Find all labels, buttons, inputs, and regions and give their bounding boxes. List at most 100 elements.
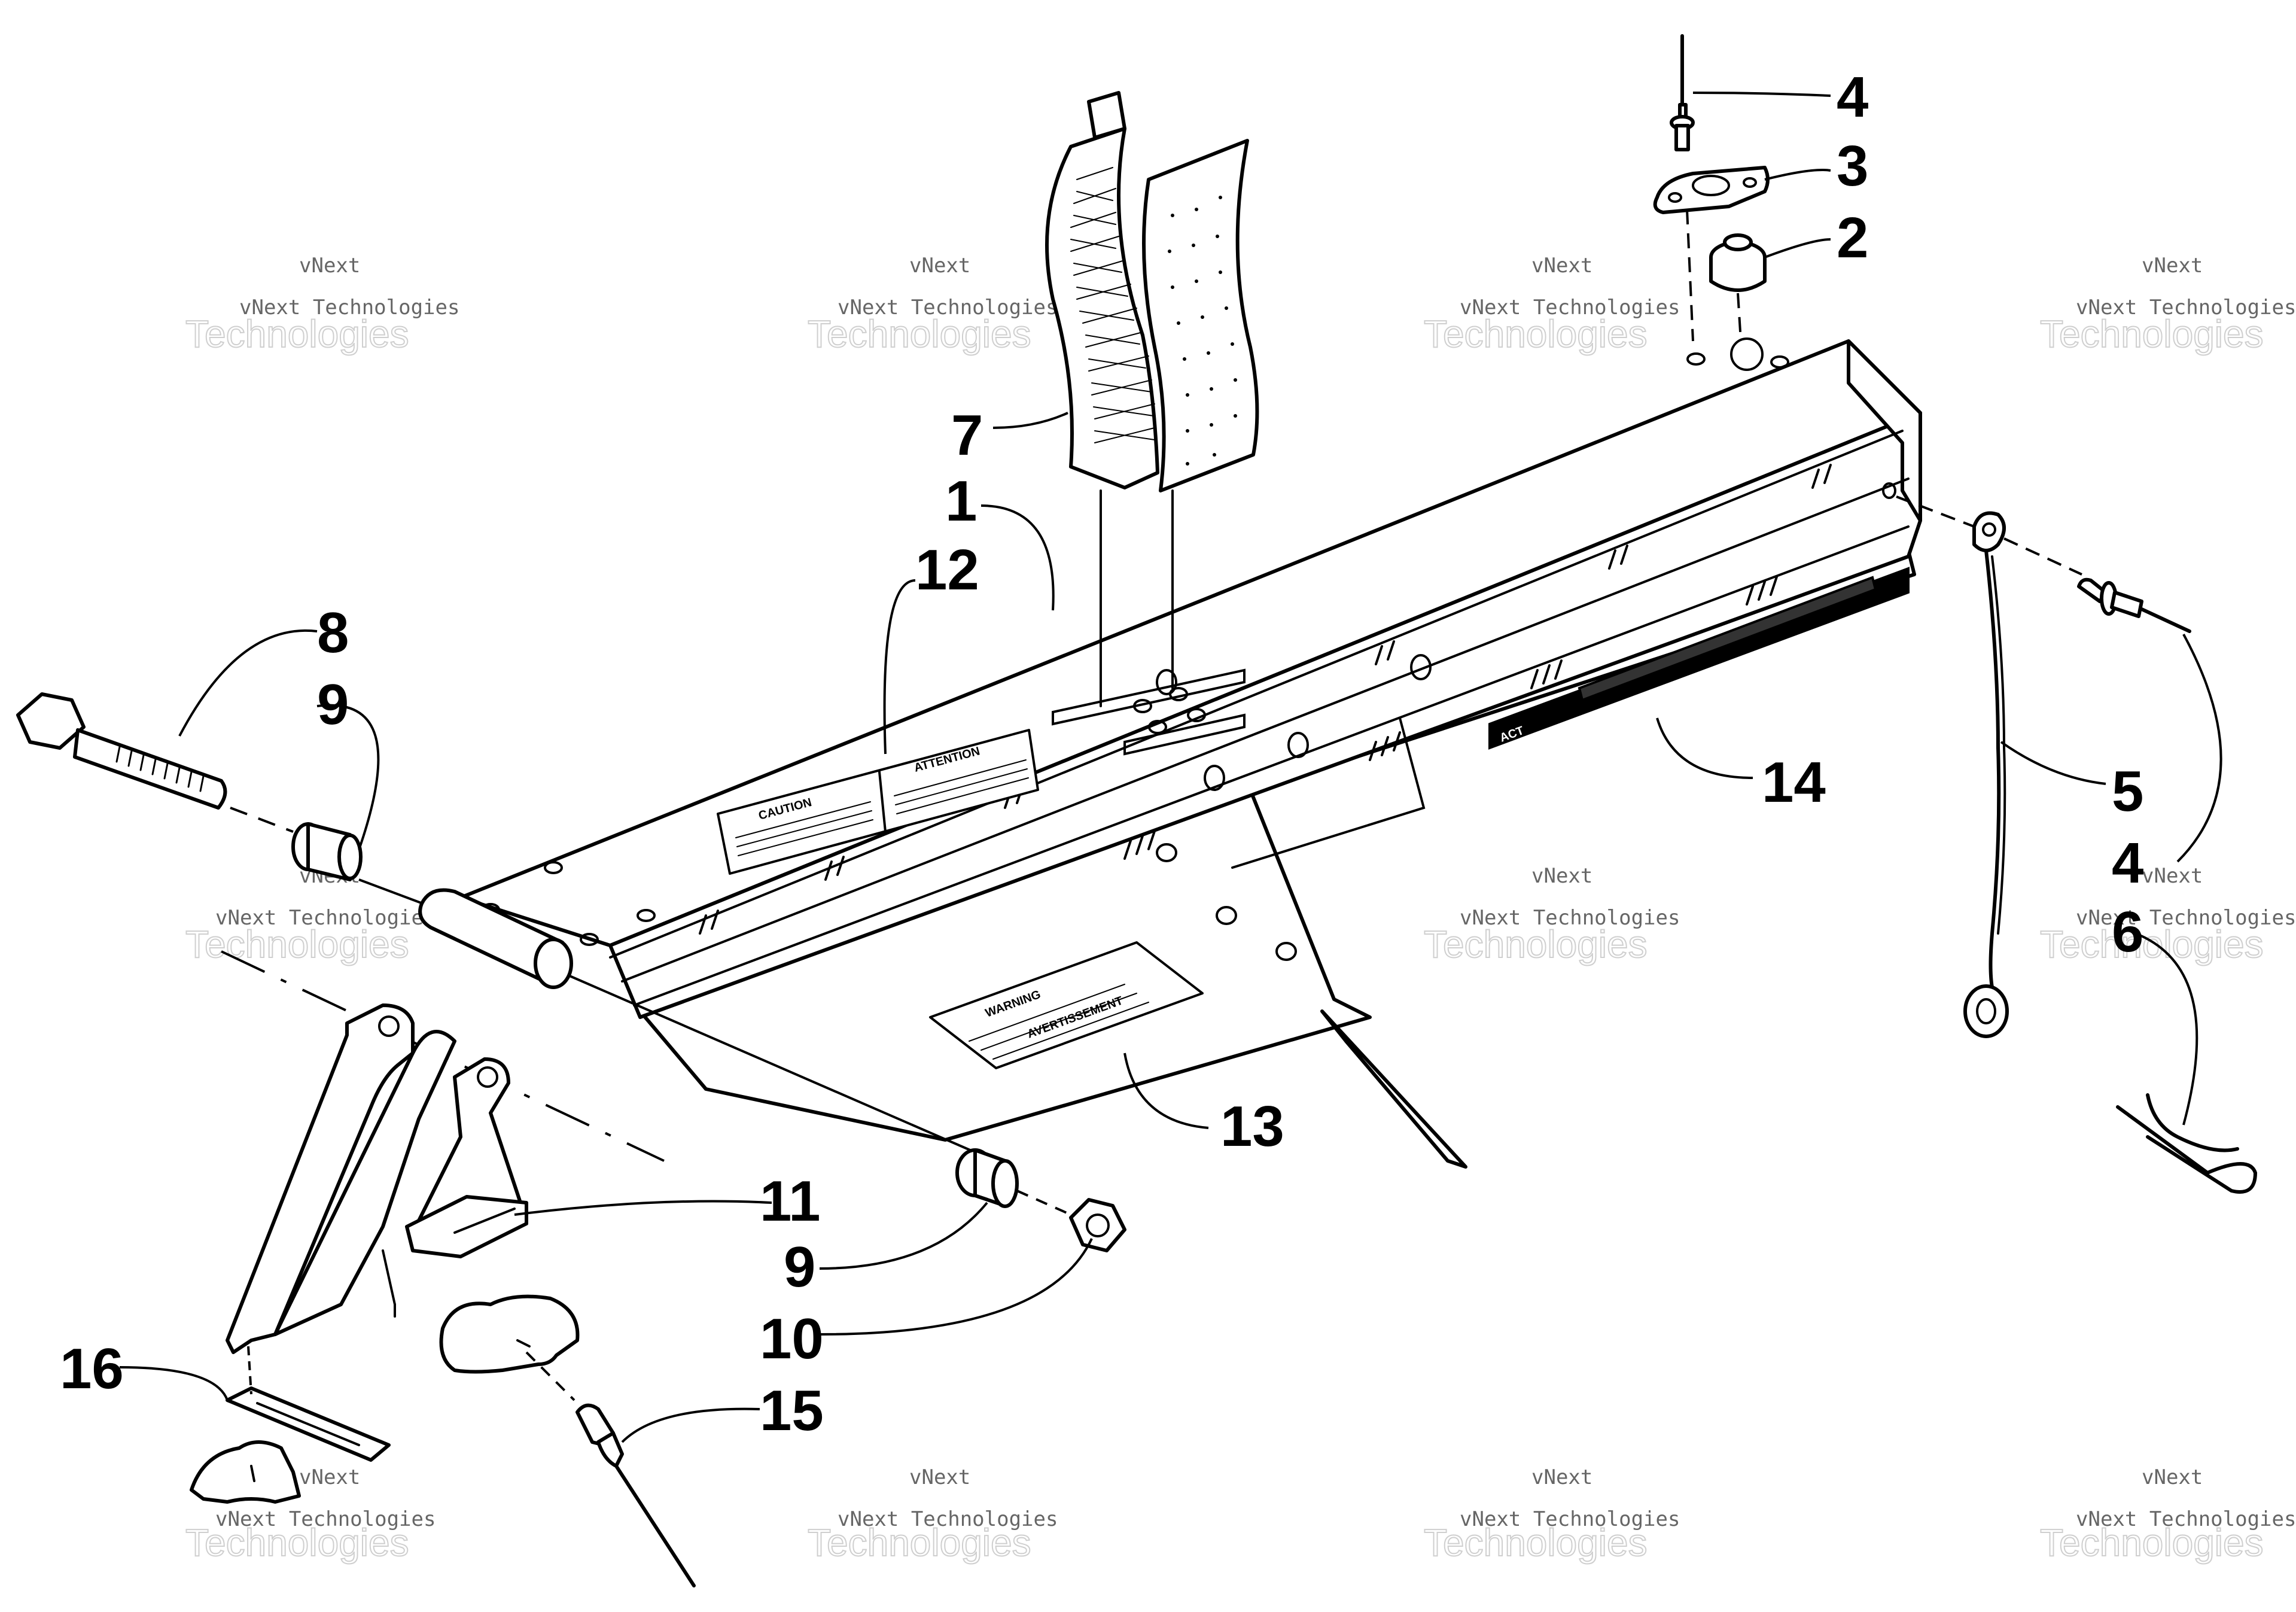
svg-text:vNext Technologies: vNext Technologies xyxy=(838,296,1058,320)
svg-text:Technologies: Technologies xyxy=(2040,923,2264,966)
svg-text:Technologies: Technologies xyxy=(185,1521,409,1564)
foot-pad xyxy=(1045,91,1259,707)
leader-16 xyxy=(119,1366,229,1401)
watermark-bottom-right: Technologies vNext vNext Technologies xyxy=(1423,1465,1680,1565)
svg-text:vNext Technologies: vNext Technologies xyxy=(1460,906,1680,930)
torn-patch-lower xyxy=(190,1440,301,1504)
bolt-icon xyxy=(16,692,294,833)
callout-4-top: 4 xyxy=(1837,65,1868,129)
board-tray-inner xyxy=(1231,717,1426,869)
board-ridge-upper xyxy=(609,430,1904,959)
svg-text:vNext Technologies: vNext Technologies xyxy=(215,906,436,930)
callout-8: 8 xyxy=(317,601,349,665)
svg-text:vNext: vNext xyxy=(2142,1465,2203,1489)
rivet-icon xyxy=(525,1351,696,1587)
svg-text:Technologies: Technologies xyxy=(2040,1521,2264,1564)
leader-13 xyxy=(1123,1053,1209,1129)
watermark-top-far-right: Technologies vNext vNext Technologies xyxy=(2039,254,2296,356)
watermark-bottom-left: Technologies vNext vNext Technologies xyxy=(185,1465,436,1565)
svg-text:Technologies: Technologies xyxy=(2040,312,2264,355)
board-end-cap xyxy=(1847,339,1922,522)
watermark-top-left: Technologies vNext vNext Technologies xyxy=(185,254,459,356)
leader-12 xyxy=(883,579,916,755)
callout-3: 3 xyxy=(1837,134,1868,198)
grommet xyxy=(1709,233,1767,292)
callout-2: 2 xyxy=(1837,206,1868,270)
callout-6: 6 xyxy=(2112,900,2143,964)
bushing-icon xyxy=(291,822,431,908)
callout-9-lower: 9 xyxy=(784,1235,815,1299)
svg-text:Technologies: Technologies xyxy=(1424,312,1648,355)
leader-14 xyxy=(1656,717,1753,779)
svg-text:vNext Technologies: vNext Technologies xyxy=(2076,296,2296,320)
svg-text:vNext: vNext xyxy=(1531,1465,1592,1489)
svg-text:Technologies: Technologies xyxy=(185,923,409,966)
callout-4-right: 4 xyxy=(2112,831,2143,895)
board-tray-spike xyxy=(1320,1009,1467,1169)
foot-pad-texture xyxy=(1168,196,1237,466)
decal-brand-strip: ACT xyxy=(1488,567,1910,750)
tether-axis xyxy=(1896,495,1975,528)
svg-text:vNext Technologies: vNext Technologies xyxy=(838,1507,1058,1531)
svg-text:vNext Technologies: vNext Technologies xyxy=(1460,296,1680,320)
leader-8 xyxy=(178,629,318,737)
callout-14: 14 xyxy=(1762,750,1826,814)
callout-7: 7 xyxy=(951,403,983,467)
hitch-bracket xyxy=(226,1003,528,1354)
leader-15 xyxy=(621,1407,760,1443)
svg-text:vNext: vNext xyxy=(299,1465,360,1489)
decal-caution: CAUTION ATTENTION xyxy=(717,729,1039,875)
pivot-tube xyxy=(418,888,982,1156)
leader-1 xyxy=(980,504,1055,611)
svg-text:vNext: vNext xyxy=(909,1465,970,1489)
callout-10: 10 xyxy=(760,1307,824,1371)
rivet-axis-right xyxy=(2003,537,2082,576)
rivet-icon xyxy=(1670,34,1695,151)
svg-text:vNext Technologies: vNext Technologies xyxy=(2076,906,2296,930)
svg-text:vNext Technologies: vNext Technologies xyxy=(215,1507,436,1531)
bushing-icon xyxy=(955,1148,1019,1208)
svg-text:Technologies: Technologies xyxy=(1424,1521,1648,1564)
watermark-bottom-center: Technologies vNext vNext Technologies xyxy=(807,1465,1058,1565)
torn-patch-upper xyxy=(439,1294,580,1374)
leader-lines xyxy=(119,92,2222,1443)
callout-13: 13 xyxy=(1220,1094,1284,1158)
watermark-top-right: Technologies vNext vNext Technologies xyxy=(1423,254,1680,356)
flange-plate xyxy=(1653,166,1770,214)
watermark-mid-right: Technologies vNext vNext Technologies xyxy=(1423,864,1680,966)
leader-10 xyxy=(819,1238,1093,1336)
leader-9b xyxy=(819,1202,988,1270)
leader-4b xyxy=(2176,634,2222,863)
leader-6 xyxy=(2135,932,2198,1126)
callout-5: 5 xyxy=(2112,759,2143,823)
svg-text:Technologies: Technologies xyxy=(808,1521,1031,1564)
leader-2 xyxy=(1764,238,1831,258)
board-ridge-low xyxy=(633,525,1910,1006)
svg-text:vNext: vNext xyxy=(1531,254,1592,278)
leader-7 xyxy=(992,412,1068,429)
nut-icon xyxy=(1016,1190,1126,1252)
leader-11 xyxy=(514,1200,772,1216)
wear-strip xyxy=(226,1346,391,1462)
leader-3 xyxy=(1764,169,1831,181)
watermark-top-center: Technologies vNext vNext Technologies xyxy=(807,254,1058,356)
rivet-icon xyxy=(2077,577,2191,633)
callout-16: 16 xyxy=(60,1337,124,1401)
board-ridge-mid xyxy=(621,477,1910,983)
svg-text:vNext Technologies: vNext Technologies xyxy=(239,296,459,320)
leader-4a xyxy=(1692,92,1831,97)
tether-cable xyxy=(1963,511,2009,1038)
cotter-pin-icon xyxy=(2116,1093,2257,1194)
watermark-mid-far-right: Technologies vNext vNext Technologies xyxy=(2039,864,2296,966)
leader-9a xyxy=(316,704,380,850)
hardware-axis-left xyxy=(1686,209,1694,342)
callout-numbers: 4 3 2 7 1 12 8 9 14 5 4 6 13 11 9 10 16 … xyxy=(60,65,2143,1443)
svg-text:vNext Technologies: vNext Technologies xyxy=(2076,1507,2296,1531)
board-stirrup-slots xyxy=(1052,668,1246,756)
hardware-axis-right xyxy=(1737,293,1742,342)
watermark-bottom-far-right: Technologies vNext vNext Technologies xyxy=(2039,1465,2296,1565)
board-holes xyxy=(481,337,1896,961)
leader-5 xyxy=(2000,741,2106,785)
svg-text:vNext: vNext xyxy=(2142,254,2203,278)
